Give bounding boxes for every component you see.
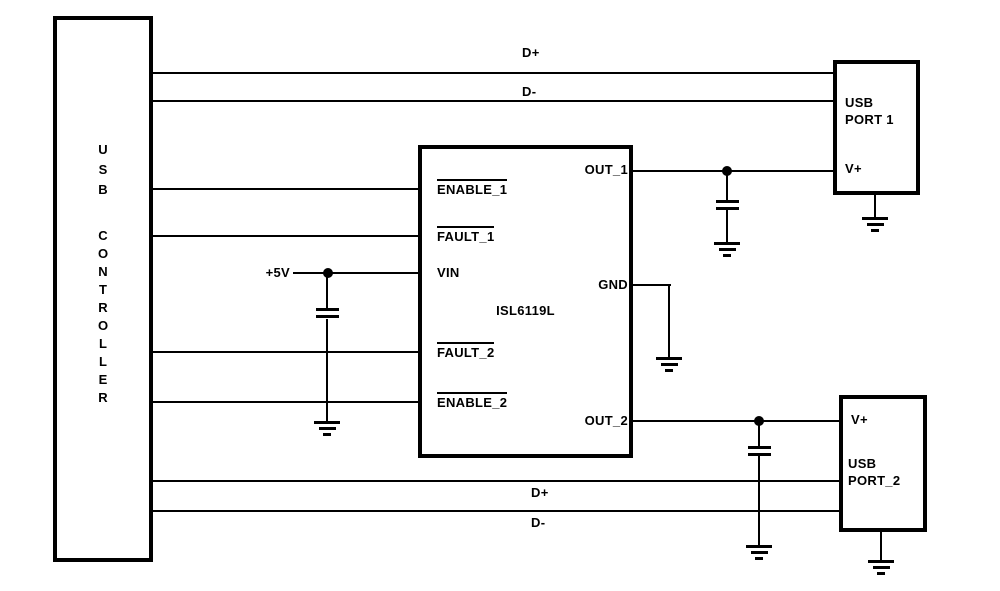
- pin-label-enable2: ENABLE_2: [437, 392, 508, 410]
- ground-icon: [656, 357, 682, 372]
- wire-dminus-top: [153, 100, 833, 102]
- wire-fault2: [153, 351, 418, 353]
- net-label-dminus-top: D-: [522, 84, 537, 99]
- wire-out1-cap-lower: [726, 210, 728, 243]
- wire-gnd: [633, 284, 671, 286]
- pin-label-gnd: GND: [598, 277, 628, 292]
- wire-fault1: [153, 235, 418, 237]
- net-label-dminus-bottom: D-: [531, 515, 546, 530]
- junction-dot: [722, 166, 732, 176]
- port2-pin-vplus: V+: [851, 412, 868, 427]
- ground-icon: [746, 545, 772, 560]
- wire-out1: [633, 170, 833, 172]
- capacitor-icon: [748, 446, 771, 456]
- port2-label-line1: USB: [848, 456, 877, 471]
- port2-label-line2: PORT_2: [848, 473, 901, 488]
- pin-label-out2: OUT_2: [584, 413, 628, 428]
- wire-out2: [633, 420, 839, 422]
- ground-icon: [314, 421, 340, 436]
- ground-icon: [868, 560, 894, 575]
- wire-out2-cap-lower: [758, 456, 760, 546]
- wire-dminus-bottom: [153, 510, 839, 512]
- wire-enable2: [153, 401, 418, 403]
- pin-label-enable1: ENABLE_1: [437, 179, 508, 197]
- wire-vin-cap-upper: [326, 273, 328, 308]
- wire-dplus-bottom: [153, 480, 839, 482]
- ground-icon: [714, 242, 740, 257]
- wire-chip-gnd: [668, 285, 670, 358]
- wire-enable1: [153, 188, 418, 190]
- usb-controller-label-controller: CONTROLLER: [97, 228, 109, 405]
- wire-out1-cap-upper: [726, 171, 728, 200]
- pin-label-fault1: FAULT_1: [437, 226, 495, 244]
- capacitor-icon: [316, 308, 339, 318]
- junction-dot: [754, 416, 764, 426]
- port1-label-line2: PORT 1: [845, 112, 894, 127]
- capacitor-icon: [716, 200, 739, 210]
- usb-port2-box: [839, 395, 927, 532]
- wire-vin: [293, 272, 418, 274]
- net-label-dplus-bottom: D+: [531, 485, 549, 500]
- ground-icon: [862, 217, 888, 232]
- pin-label-out1: OUT_1: [584, 162, 628, 177]
- wire-vin-cap-lower: [326, 319, 328, 422]
- junction-dot: [323, 268, 333, 278]
- chip-name: ISL6119L: [496, 303, 555, 318]
- net-label-dplus-top: D+: [522, 45, 540, 60]
- usb-port1-box: [833, 60, 920, 195]
- isl6119l-chip-box: [418, 145, 633, 458]
- usb-controller-box: [53, 16, 153, 562]
- wire-port2-gnd-stem: [880, 530, 882, 561]
- wire-port1-gnd-stem: [874, 193, 876, 218]
- port1-pin-vplus: V+: [845, 161, 862, 176]
- wire-dplus-top: [153, 72, 833, 74]
- pin-label-fault2: FAULT_2: [437, 342, 495, 360]
- pin-label-vin: VIN: [437, 265, 460, 280]
- usb-controller-label-usb: USB: [98, 142, 108, 197]
- port1-label-line1: USB: [845, 95, 874, 110]
- wire-out2-cap-upper: [758, 421, 760, 446]
- net-label-plus5v: +5V: [265, 265, 290, 280]
